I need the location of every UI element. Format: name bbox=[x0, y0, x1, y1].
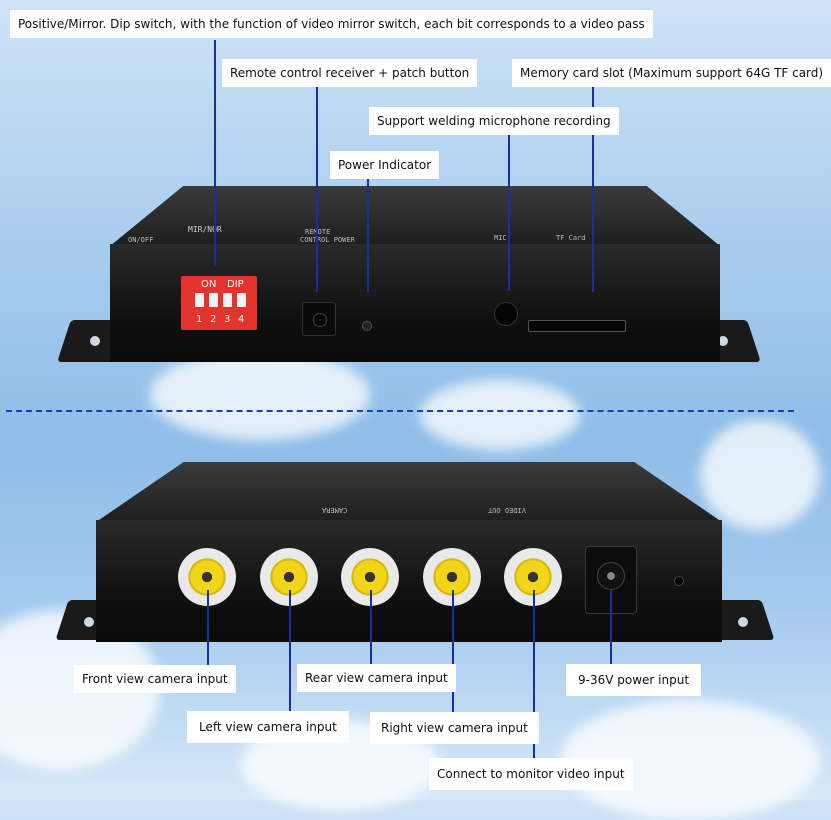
reset-hole bbox=[674, 576, 684, 586]
monitor-output-label: Connect to monitor video input bbox=[429, 758, 633, 790]
dip-number-4: 4 bbox=[238, 314, 245, 325]
power-input-label: 9-36V power input bbox=[566, 664, 702, 696]
device-top-face bbox=[96, 462, 722, 522]
dip-switch-4[interactable] bbox=[237, 293, 246, 307]
remote-receiver-label: Remote control receiver + patch button bbox=[222, 59, 478, 87]
dip-switch[interactable]: ON DIP 1 2 3 4 bbox=[181, 276, 257, 330]
mounting-hole bbox=[738, 617, 748, 627]
dip-switch-label: Positive/Mirror. Dip switch, with the fu… bbox=[10, 10, 653, 38]
front-camera-label: Front view camera input bbox=[74, 665, 236, 693]
dip-number-1: 1 bbox=[196, 314, 203, 325]
rear-camera-label: Rear view camera input bbox=[297, 664, 456, 692]
dip-switch-1[interactable] bbox=[195, 293, 204, 307]
section-divider bbox=[6, 410, 794, 412]
callout-line-power-input bbox=[610, 590, 612, 668]
callout-line-dip bbox=[214, 40, 216, 266]
mounting-hole bbox=[84, 617, 94, 627]
dip-on-label: ON bbox=[201, 279, 217, 290]
dip-switch-3[interactable] bbox=[223, 293, 232, 307]
video-out-marking: VIDEO OUT bbox=[488, 506, 526, 514]
callout-line-remote bbox=[316, 86, 318, 292]
mounting-hole bbox=[718, 336, 728, 346]
callout-line-right-camera bbox=[452, 590, 454, 712]
remote-control-jack-hole bbox=[313, 313, 327, 327]
right-camera-label: Right view camera input bbox=[370, 712, 539, 744]
cloud bbox=[150, 350, 370, 440]
mir-nor-marking: MIR/NOR bbox=[188, 225, 222, 234]
microphone-label: Support welding microphone recording bbox=[369, 107, 619, 135]
dip-number-2: 2 bbox=[210, 314, 217, 325]
dip-dip-label: DIP bbox=[227, 279, 244, 290]
callout-line-monitor-output bbox=[533, 590, 535, 758]
on-off-marking: ON/OFF bbox=[128, 236, 154, 244]
camera-marking: CAMERA bbox=[322, 506, 348, 514]
callout-line-rear-camera bbox=[370, 590, 372, 666]
tf-card-marking: TF Card bbox=[556, 234, 586, 242]
dip-number-3: 3 bbox=[224, 314, 231, 325]
device-top-face bbox=[110, 186, 720, 246]
memory-card-label: Memory card slot (Maximum support 64G TF… bbox=[512, 59, 831, 87]
callout-line-front-camera bbox=[207, 590, 209, 670]
callout-line-power-indicator bbox=[367, 176, 369, 292]
dip-switch-2[interactable] bbox=[209, 293, 218, 307]
mounting-hole bbox=[90, 336, 100, 346]
left-camera-label: Left view camera input bbox=[187, 711, 349, 743]
power-indicator-label: Power Indicator bbox=[330, 151, 440, 179]
control-power-marking: CONTROL POWER bbox=[300, 236, 355, 244]
callout-line-microphone bbox=[508, 133, 510, 291]
callout-line-left-camera bbox=[289, 590, 291, 716]
cloud bbox=[700, 420, 820, 530]
callout-line-memory-card bbox=[592, 86, 594, 292]
microphone-hole bbox=[494, 302, 518, 326]
mic-marking: MIC bbox=[494, 234, 507, 242]
dc-power-jack-socket bbox=[597, 562, 625, 590]
tf-card-slot[interactable] bbox=[528, 320, 626, 332]
cloud bbox=[420, 380, 580, 450]
power-indicator-led bbox=[362, 321, 372, 331]
